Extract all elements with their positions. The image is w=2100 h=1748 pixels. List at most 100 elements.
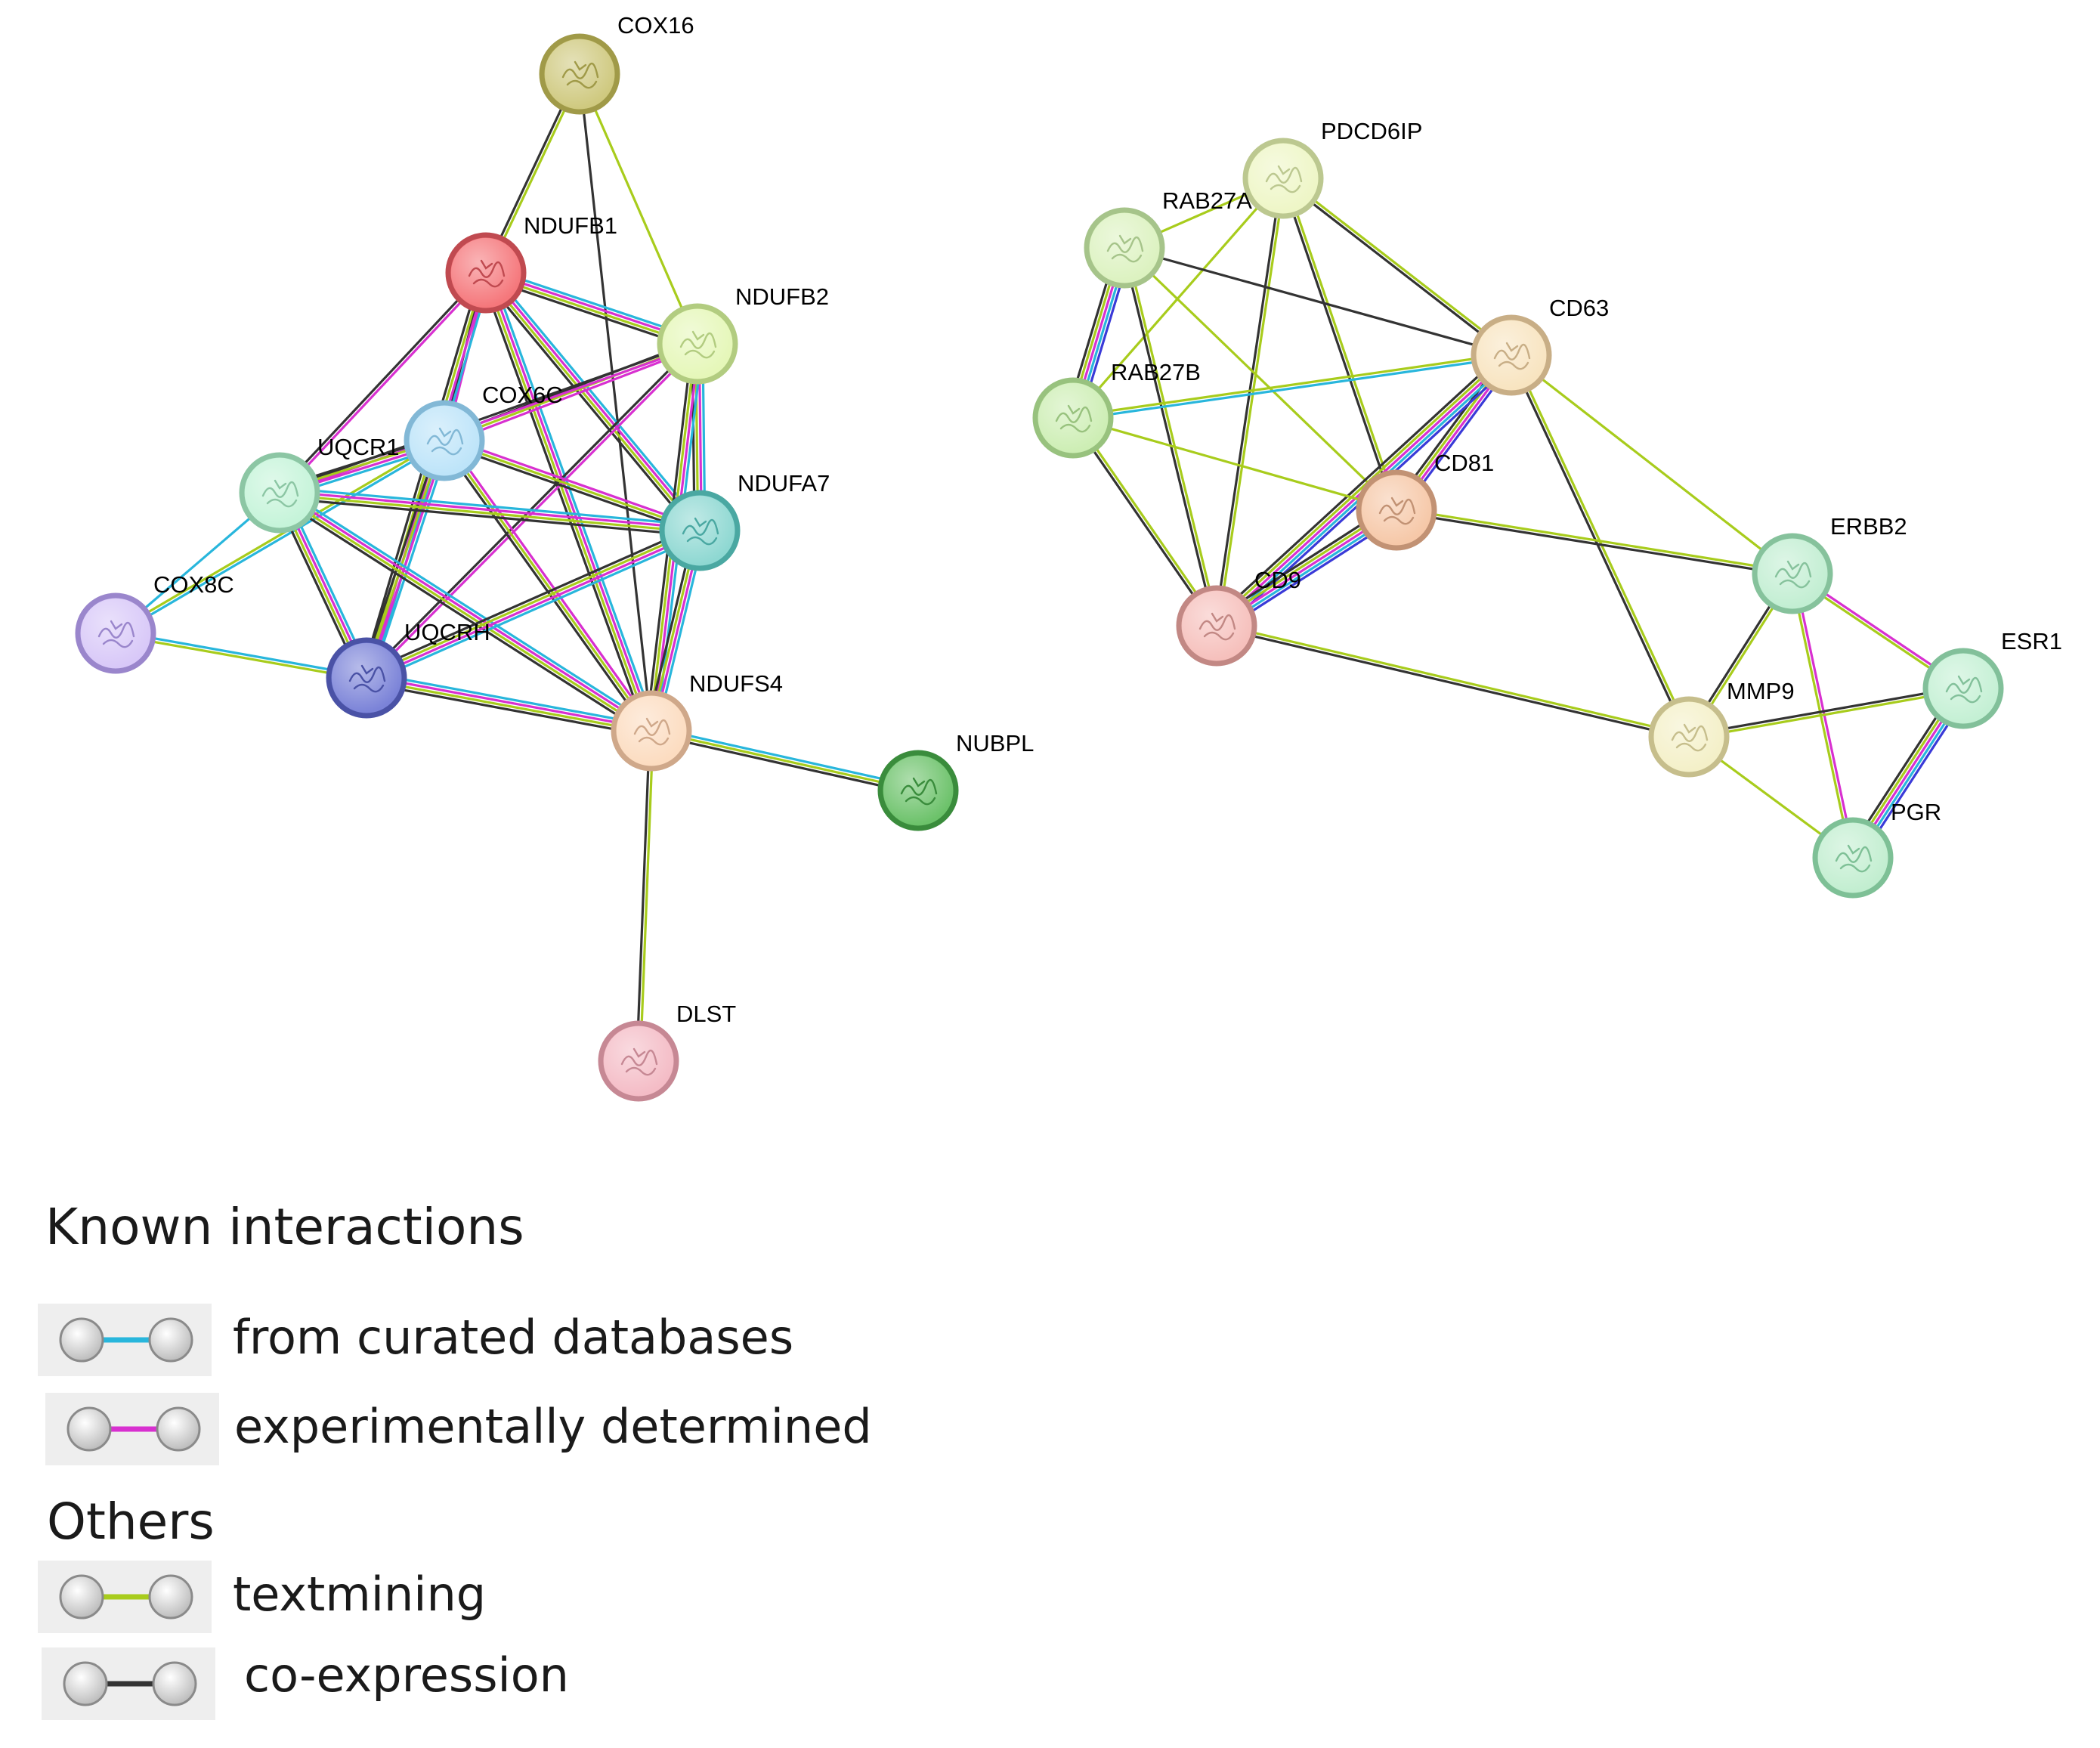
node-cd81[interactable]: CD81 <box>1356 450 1494 551</box>
edge-line-textmining <box>639 729 654 1063</box>
node-label-rab27b: RAB27B <box>1111 359 1201 385</box>
edge-line-co-expression <box>1214 626 1690 740</box>
legend-heading-others: Others <box>47 1493 215 1551</box>
node-uqcrh[interactable]: UQCRH <box>326 619 490 719</box>
edge-line-co-expression <box>1123 246 1513 357</box>
protein-structure-icon <box>1493 342 1531 370</box>
node-ndufa7[interactable]: NDUFA7 <box>659 470 830 571</box>
node-highlight <box>1758 539 1827 608</box>
edge-line-co-expression <box>1214 177 1283 627</box>
node-highlight <box>1654 702 1724 772</box>
protein-structure-icon <box>1106 234 1144 263</box>
edge-cox8c-uqcrh <box>113 630 369 681</box>
node-label-ndufb1: NDUFB1 <box>524 212 617 239</box>
edge-ndufb1-ndufa7 <box>481 268 705 536</box>
node-cox8c[interactable]: COX8C <box>75 571 234 674</box>
edge-rab27a-cd9 <box>1121 246 1220 628</box>
edge-line-experimentally-determined <box>278 490 701 531</box>
node-label-dlst: DLST <box>676 1001 736 1027</box>
edge-line-co-expression <box>363 524 699 675</box>
node-esr1[interactable]: ESR1 <box>1922 628 2062 729</box>
node-uqcr1[interactable]: UQCR1 <box>239 434 400 534</box>
edge-line-co-expression <box>360 270 482 678</box>
curated-databases-swatch-icon <box>38 1304 212 1376</box>
node-highlight <box>1248 144 1318 213</box>
edge-line-experimentally-determined <box>486 270 703 531</box>
node-highlight <box>883 756 953 825</box>
node-rab27b[interactable]: RAB27B <box>1032 359 1201 459</box>
edge-line-curated-databases <box>489 270 658 731</box>
edge-line-curated-databases <box>114 630 369 678</box>
protein-structure-icon <box>633 717 671 746</box>
protein-structure-icon <box>1055 404 1093 433</box>
edge-pdcd6ip-cd63 <box>1280 175 1514 358</box>
protein-structure-icon <box>682 517 719 546</box>
node-label-pgr: PGR <box>1891 799 1941 825</box>
node-highlight <box>1182 591 1251 661</box>
legend-heading-known: Known interactions <box>45 1198 524 1256</box>
node-mmp9[interactable]: MMP9 <box>1648 678 1795 778</box>
edge-line-experimentally-determined <box>444 345 701 445</box>
edge-line-textmining <box>1282 175 1514 355</box>
edge-line-curated-databases <box>281 487 656 728</box>
node-highlight <box>1090 213 1159 283</box>
edge-layer <box>113 72 1971 1063</box>
node-pgr[interactable]: PGR <box>1812 799 1941 899</box>
edge-line-textmining <box>1215 623 1691 737</box>
edge-line-experimentally-determined <box>365 675 654 731</box>
node-highlight <box>617 696 686 766</box>
edge-line-curated-databases <box>651 725 920 789</box>
edge-esr1-mmp9 <box>1687 685 1965 740</box>
node-cd9[interactable]: CD9 <box>1176 567 1301 667</box>
edge-cox6c-cox8c <box>113 438 447 636</box>
edge-uqcr1-ndufa7 <box>277 486 702 537</box>
protein-structure-icon <box>468 259 506 288</box>
protein-structure-icon <box>1198 612 1236 641</box>
node-cox16[interactable]: COX16 <box>539 12 694 115</box>
node-highlight <box>1818 823 1888 893</box>
edge-cd63-rab27b <box>1072 352 1513 421</box>
edge-line-textmining <box>113 633 368 681</box>
node-label-erbb2: ERBB2 <box>1830 513 1907 540</box>
node-label-uqcr1: UQCR1 <box>317 434 400 460</box>
node-ndufb2[interactable]: NDUFB2 <box>657 283 829 385</box>
edge-cd63-erbb2 <box>1510 354 1794 575</box>
node-label-uqcrh: UQCRH <box>404 619 490 645</box>
edge-line-textmining <box>1217 177 1286 627</box>
node-cox6c[interactable]: COX6C <box>404 382 563 481</box>
edge-uqcrh-ndufs4 <box>364 671 654 738</box>
experimentally-determined-swatch-icon <box>45 1393 219 1465</box>
node-highlight <box>245 458 314 527</box>
legend-label-co-expression: co-expression <box>244 1647 569 1703</box>
edge-pdcd6ip-cd81 <box>1280 176 1399 512</box>
node-label-cd9: CD9 <box>1254 567 1301 593</box>
node-label-ndufa7: NDUFA7 <box>738 470 830 497</box>
node-erbb2[interactable]: ERBB2 <box>1752 513 1907 614</box>
node-highlight <box>410 406 479 475</box>
node-label-cox16: COX16 <box>617 12 694 39</box>
edge-cd9-mmp9 <box>1214 623 1691 740</box>
protein-structure-icon <box>1774 560 1812 589</box>
node-pdcd6ip[interactable]: PDCD6IP <box>1242 118 1422 219</box>
edge-uqcr1-ndufs4 <box>275 487 656 737</box>
node-ndufb1[interactable]: NDUFB1 <box>445 212 617 314</box>
node-highlight <box>1362 475 1431 545</box>
edge-rab27a-cd63 <box>1123 246 1513 357</box>
edge-line-co-expression <box>1280 178 1396 512</box>
edge-ndufs4-nubpl <box>649 725 920 796</box>
edge-line-textmining <box>443 439 701 532</box>
node-ndufs4[interactable]: NDUFS4 <box>611 670 783 772</box>
edge-line-co-expression <box>1121 246 1217 628</box>
edge-line-experimentally-determined <box>366 440 447 680</box>
edge-ndufa7-uqcrh <box>363 524 704 684</box>
protein-structure-icon <box>97 620 135 648</box>
edge-line-experimentally-determined <box>366 531 702 681</box>
node-cd63[interactable]: CD63 <box>1471 295 1609 396</box>
protein-structure-icon <box>348 664 386 693</box>
edge-line-co-expression <box>1395 510 1794 577</box>
protein-structure-icon <box>1671 723 1709 752</box>
node-rab27a[interactable]: RAB27A <box>1084 187 1252 289</box>
node-nubpl[interactable]: NUBPL <box>877 730 1034 831</box>
protein-structure-icon <box>1265 165 1303 193</box>
node-dlst[interactable]: DLST <box>598 1001 736 1102</box>
